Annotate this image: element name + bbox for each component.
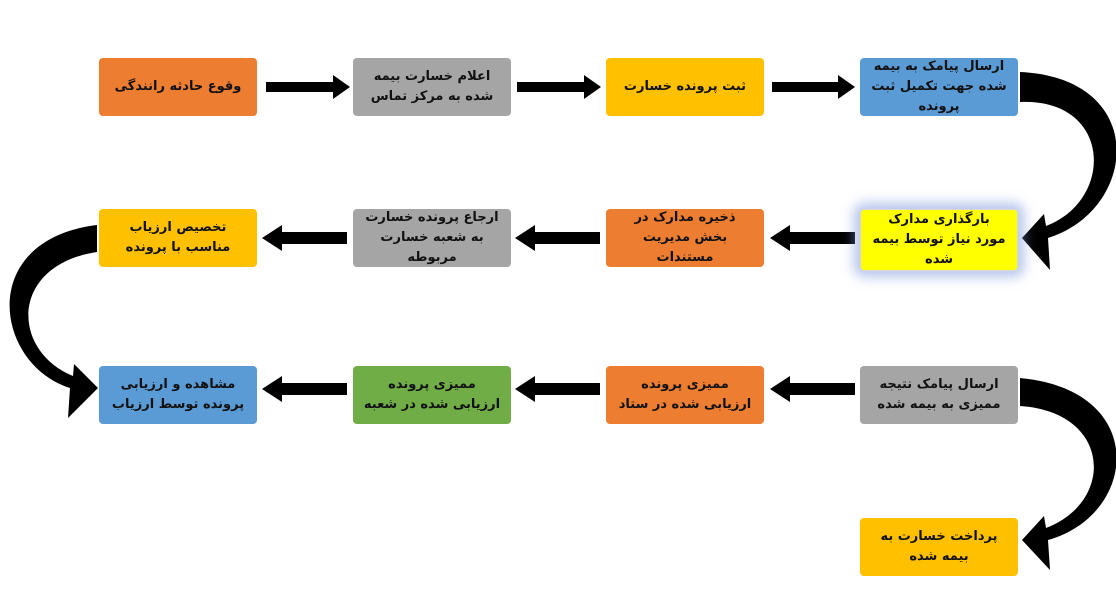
step-label: ذخیره مدارک در بخش مدیریت مستندات [634,210,736,265]
step-report-claim: اعلام خسارت بیمه شده به مرکز تماس [353,58,511,116]
arrow-s3-s4 [772,75,855,99]
arrow-s6-s7 [515,225,600,251]
step-label: وقوع حادثه رانندگی [114,79,242,94]
step-upload-documents: بارگذاری مدارک مورد نیاز توسط بیمه شده [860,209,1018,271]
arrow-s12-s11 [770,376,855,402]
arrow-s11-s10 [515,376,600,402]
step-label: مشاهده و ارزیابی پرونده توسط ارزیاب [111,377,245,412]
step-send-sms-audit-result: ارسال پیامک نتیجه ممیزی به بیمه شده [860,366,1018,424]
step-register-claim-file: ثبت پرونده خسارت [606,58,764,116]
step-label: تخصیص ارزیاب مناسب با پرونده [125,220,231,255]
step-label: پرداخت خسارت به بیمه شده [880,529,998,564]
arrow-s10-s9 [262,376,347,402]
step-store-documents: ذخیره مدارک در بخش مدیریت مستندات [606,209,764,267]
step-audit-in-headquarters: ممیزی پرونده ارزیابی شده در ستاد [606,366,764,424]
step-label: اعلام خسارت بیمه شده به مرکز تماس [370,69,494,104]
step-send-sms-complete-file: ارسال پیامک به بیمه شده جهت تکمیل ثبت پر… [860,58,1018,116]
step-label: ارسال پیامک به بیمه شده جهت تکمیل ثبت پر… [871,59,1007,114]
arrow-curve-s4-s5 [1020,72,1116,270]
arrow-s7-s8 [262,225,347,251]
step-pay-claim: پرداخت خسارت به بیمه شده [860,518,1018,576]
step-car-accident: وقوع حادثه رانندگی [99,58,257,116]
step-label: ممیزی پرونده ارزیابی شده در ستاد [618,377,752,412]
arrow-s2-s3 [517,75,601,99]
step-label: ارسال پیامک نتیجه ممیزی به بیمه شده [877,377,1001,412]
step-refer-to-branch: ارجاع پرونده خسارت به شعبه خسارت مربوطه [353,209,511,267]
step-label: ارجاع پرونده خسارت به شعبه خسارت مربوطه [365,210,499,265]
step-audit-in-branch: ممیزی پرونده ارزیابی شده در شعبه [353,366,511,424]
step-assign-assessor: تخصیص ارزیاب مناسب با پرونده [99,209,257,267]
arrow-s1-s2 [266,75,350,99]
step-review-assess-file: مشاهده و ارزیابی پرونده توسط ارزیاب [99,366,257,424]
step-label: ممیزی پرونده ارزیابی شده در شعبه [363,377,501,412]
step-label: ثبت پرونده خسارت [623,79,747,94]
arrow-s5-s6 [770,225,855,251]
arrow-curve-s12-s13 [1020,378,1116,570]
arrow-curve-s8-s9 [9,225,98,418]
step-label: بارگذاری مدارک مورد نیاز توسط بیمه شده [872,212,1006,267]
